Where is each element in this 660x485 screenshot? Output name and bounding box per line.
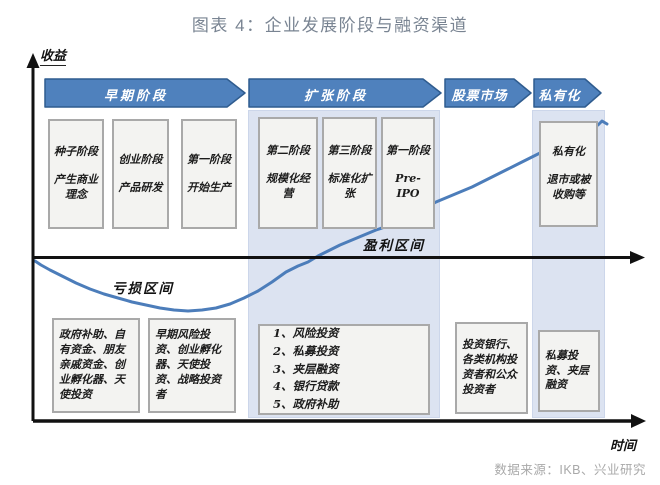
funding-list-item: 5、政府补助 xyxy=(273,397,339,412)
stage-box-desc: 产品研发 xyxy=(118,180,163,194)
stage-arrow-early-shape xyxy=(44,78,246,108)
stage-arrow-privatization-shape xyxy=(533,78,602,108)
stage-box-pre-ipo: 第一阶段 Pre-IPO xyxy=(381,117,435,229)
stage-box-title: 创业阶段 xyxy=(118,152,163,166)
profit-region-label: 盈利区间 xyxy=(363,238,425,254)
stage-box-title: 私有化 xyxy=(552,145,585,159)
funding-box-early-2: 早期风险投资、创业孵化器、天使投资、战略投资者 xyxy=(148,318,236,413)
stage-box-title: 第一阶段 xyxy=(386,144,430,158)
funding-box-early-1: 政府补助、自有资金、朋友亲戚资金、创业孵化器、天使投资 xyxy=(52,318,140,413)
stage-box-desc: 开始生产 xyxy=(187,180,231,194)
stage-box-second-stage: 第二阶段 规模化经营 xyxy=(258,117,318,229)
stage-box-desc: 规模化经营 xyxy=(266,172,310,200)
stage-arrow-expansion-shape xyxy=(248,78,442,108)
stage-arrow-stock-shape xyxy=(444,78,532,108)
funding-list-item: 1、风险投资 xyxy=(273,325,339,340)
x-axis-label: 时间 xyxy=(610,439,637,454)
stage-arrow-shapes xyxy=(44,78,602,108)
figure-title: 图表 4：企业发展阶段与融资渠道 xyxy=(191,16,469,35)
stage-box-desc: 产生商业理念 xyxy=(54,173,98,201)
stage-arrow-early: 早期阶段 xyxy=(103,89,168,104)
funding-list-item: 4、银行贷款 xyxy=(273,379,339,394)
funding-list-item: 2、私募投资 xyxy=(273,343,339,358)
stage-box-title: 第一阶段 xyxy=(187,152,231,166)
stage-arrow-privatization: 私有化 xyxy=(538,89,581,104)
stage-box-third-stage: 第三阶段 标准化扩张 xyxy=(322,117,377,229)
stage-box-first-stage: 第一阶段 开始生产 xyxy=(181,119,237,229)
y-axis-label: 收益 xyxy=(40,45,67,66)
stage-box-title: 第二阶段 xyxy=(266,144,310,158)
funding-box-expansion: 1、风险投资 2、私募投资 3、夹层融资 4、银行贷款 5、政府补助 xyxy=(258,324,430,415)
stage-box-desc: 退市或被收购等 xyxy=(546,173,591,201)
funding-list: 1、风险投资 2、私募投资 3、夹层融资 4、银行贷款 5、政府补助 xyxy=(265,325,423,414)
funding-box-stock-market: 投资银行、各类机构投资者和公众投资者 xyxy=(455,322,528,414)
loss-region-label: 亏损区间 xyxy=(112,281,174,297)
stage-box-title: 种子阶段 xyxy=(54,145,98,159)
stage-box-desc: 标准化扩张 xyxy=(327,172,372,200)
stage-arrow-stock-market: 股票市场 xyxy=(451,89,508,104)
funding-list-item-mezzanine: 3、夹层融资 xyxy=(273,361,339,376)
data-source-note: 数据来源：IKB、兴业研究 xyxy=(494,463,646,477)
stage-box-title: 第三阶段 xyxy=(327,144,372,158)
stage-box-desc: Pre-IPO xyxy=(395,172,421,200)
funding-box-privatization: 私募投资、夹层融资 xyxy=(538,330,600,412)
stage-box-seed: 种子阶段 产生商业理念 xyxy=(48,119,104,229)
stage-arrow-expansion: 扩张阶段 xyxy=(303,89,368,104)
stage-box-privatization: 私有化 退市或被收购等 xyxy=(539,121,598,227)
growth-curve xyxy=(33,119,609,313)
stage-box-startup: 创业阶段 产品研发 xyxy=(112,119,169,229)
